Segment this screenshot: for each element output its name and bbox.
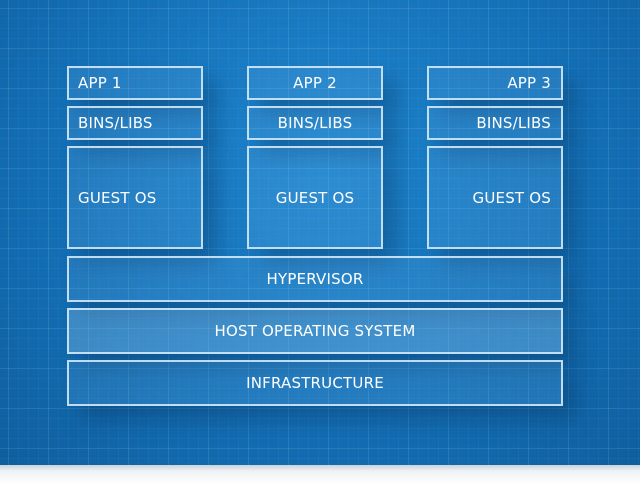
guest-os-3-box: GUEST OS [427, 146, 563, 249]
app-2-box: APP 2 [247, 66, 383, 100]
blueprint-background: APP 1 BINS/LIBS GUEST OS APP 2 BINS/LIBS… [0, 0, 640, 465]
guest-os-2-box: GUEST OS [247, 146, 383, 249]
app-3-label: APP 3 [507, 74, 551, 92]
app-1-box: APP 1 [67, 66, 203, 100]
host-os-label: HOST OPERATING SYSTEM [214, 322, 416, 340]
bins-libs-1-box: BINS/LIBS [67, 106, 203, 140]
hypervisor-layer: HYPERVISOR [67, 256, 563, 302]
guest-os-1-box: GUEST OS [67, 146, 203, 249]
guest-os-3-label: GUEST OS [472, 188, 551, 207]
page-bottom-shadow [0, 465, 640, 490]
infrastructure-layer: INFRASTRUCTURE [67, 360, 563, 406]
hypervisor-label: HYPERVISOR [266, 270, 364, 288]
bins-libs-2-label: BINS/LIBS [277, 114, 353, 132]
infrastructure-label: INFRASTRUCTURE [246, 374, 384, 392]
host-os-layer: HOST OPERATING SYSTEM [67, 308, 563, 354]
bins-libs-1-label: BINS/LIBS [78, 114, 153, 132]
app-3-box: APP 3 [427, 66, 563, 100]
app-1-label: APP 1 [78, 74, 122, 92]
bins-libs-3-label: BINS/LIBS [476, 114, 551, 132]
app-2-label: APP 2 [293, 74, 337, 92]
bins-libs-2-box: BINS/LIBS [247, 106, 383, 140]
bins-libs-3-box: BINS/LIBS [427, 106, 563, 140]
guest-os-2-label: GUEST OS [275, 188, 355, 207]
guest-os-1-label: GUEST OS [78, 188, 157, 207]
